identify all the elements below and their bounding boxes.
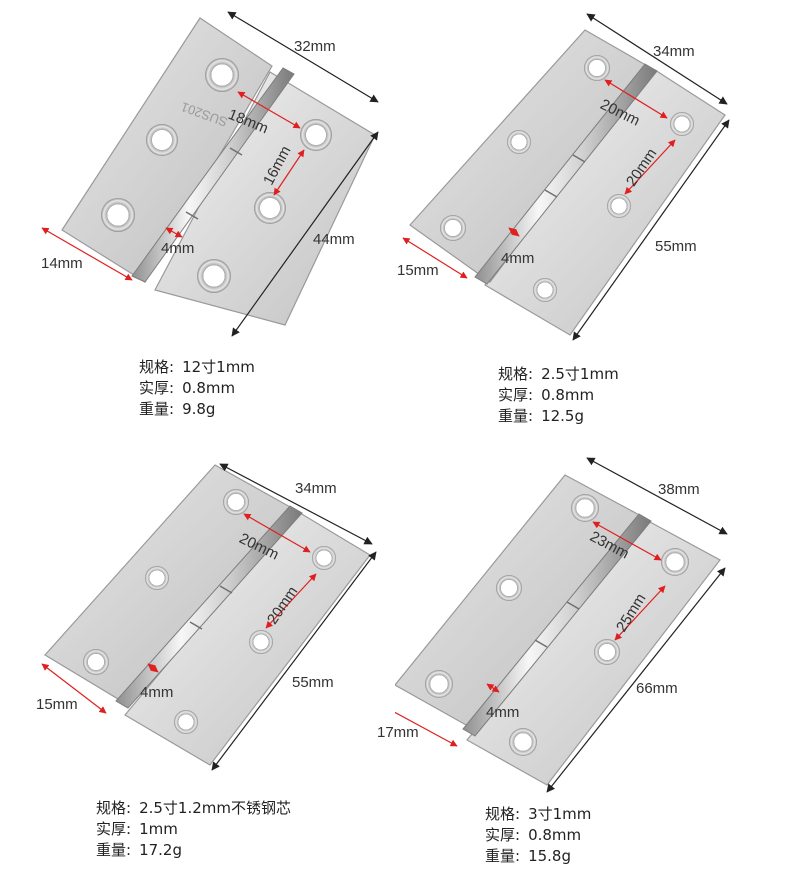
dim-width: 34mm	[653, 43, 695, 60]
dim-height: 55mm	[292, 674, 334, 691]
spec-weight: 重量:17.2g	[96, 841, 182, 859]
dim-height: 66mm	[636, 680, 678, 697]
dim-edge: 15mm	[397, 262, 439, 279]
spec-thickness: 实厚:0.8mm	[498, 386, 595, 404]
spec-thickness: 实厚:1mm	[96, 820, 178, 838]
dim-knuckle: 4mm	[140, 684, 174, 701]
dim-knuckle: 4mm	[486, 704, 520, 721]
dim-width: 32mm	[294, 38, 336, 55]
spec-size: 规格:3寸1mm	[485, 805, 592, 823]
dim-knuckle: 4mm	[501, 250, 535, 267]
dim-edge: 17mm	[377, 724, 419, 741]
spec-list: 规格:2.5寸1mm 实厚:0.8mm 重量:12.5g	[498, 364, 619, 427]
spec-size: 规格:2.5寸1mm	[498, 365, 619, 383]
spec-weight: 重量:12.5g	[498, 407, 584, 425]
spec-thickness: 实厚:0.8mm	[139, 379, 236, 397]
dim-knuckle: 4mm	[161, 240, 195, 257]
dim-height: 55mm	[655, 238, 697, 255]
hinge-panel-3: 34mm 55mm 20mm 20mm 4mm 15mm 规格:2.5寸1.2m…	[0, 440, 395, 877]
spec-thickness: 实厚:0.8mm	[485, 826, 582, 844]
hinge-image-4	[395, 457, 728, 793]
dim-edge: 14mm	[41, 255, 83, 272]
hinge-image-2	[402, 13, 730, 341]
dim-height: 44mm	[313, 231, 355, 248]
spec-list: 规格:12寸1mm 实厚:0.8mm 重量:9.8g	[139, 357, 255, 420]
spec-size: 规格:2.5寸1.2mm不锈钢芯	[96, 799, 291, 817]
dim-width: 38mm	[658, 481, 700, 498]
dim-width: 34mm	[295, 480, 337, 497]
dim-edge: 15mm	[36, 696, 78, 713]
spec-size: 规格:12寸1mm	[139, 358, 255, 376]
hinge-image-1: SUS201	[41, 11, 379, 337]
hinge-panel-1: SUS201 32mm 44mm 18mm 16mm 4mm 14mm 规格:1…	[0, 0, 395, 440]
hinge-image-3	[41, 463, 377, 771]
spec-list: 规格:2.5寸1.2mm不锈钢芯 实厚:1mm 重量:17.2g	[96, 798, 291, 861]
hinge-panel-2: 34mm 55mm 20mm 20mm 4mm 15mm 规格:2.5寸1mm …	[395, 0, 790, 440]
hinge-panel-4: 38mm 66mm 23mm 25mm 4mm 17mm 规格:3寸1mm 实厚…	[377, 440, 790, 877]
spec-weight: 重量:9.8g	[139, 400, 216, 418]
spec-list: 规格:3寸1mm 实厚:0.8mm 重量:15.8g	[485, 804, 591, 867]
spec-weight: 重量:15.8g	[485, 847, 571, 865]
